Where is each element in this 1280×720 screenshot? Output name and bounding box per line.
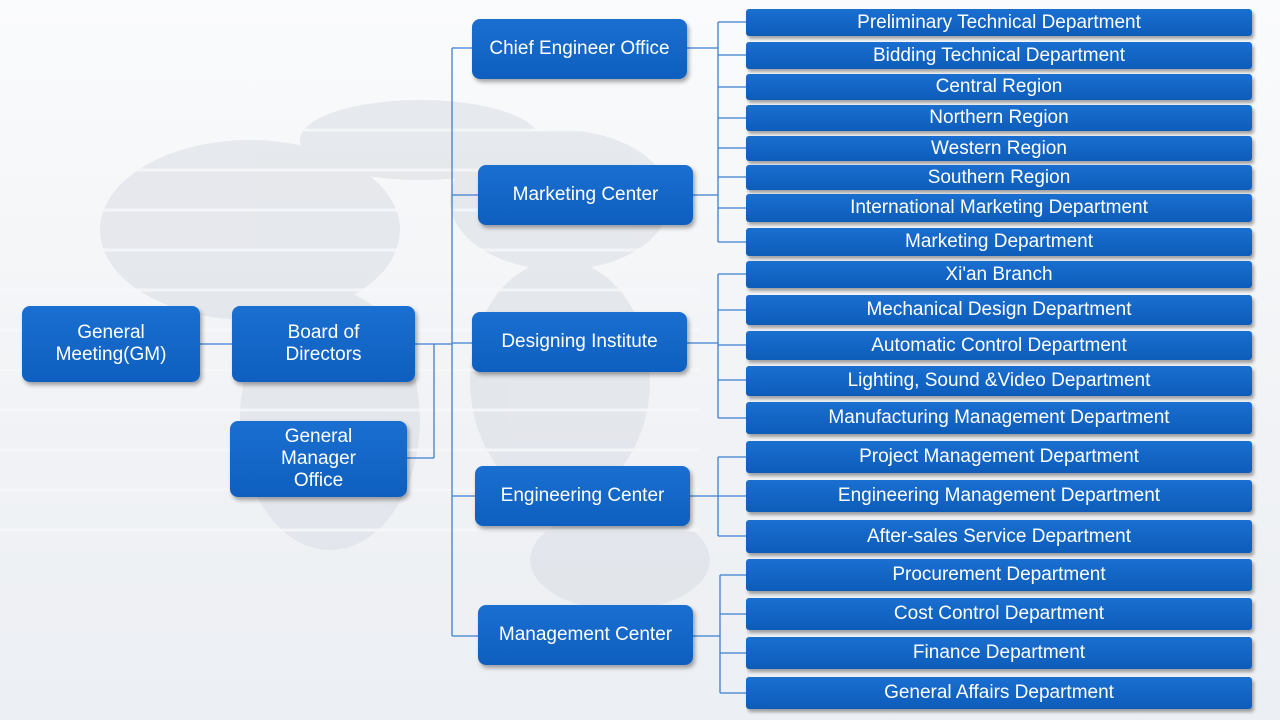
dept-after-sales-service: After-sales Service Department — [746, 520, 1252, 553]
node-general-manager-office: General Manager Office — [230, 421, 407, 497]
dept-mechanical-design: Mechanical Design Department — [746, 295, 1252, 325]
node-marketing-center: Marketing Center — [478, 165, 693, 225]
node-engineering-label: Engineering Center — [500, 485, 665, 507]
node-management-label: Management Center — [498, 624, 673, 646]
node-general-meeting: General Meeting(GM) — [22, 306, 200, 382]
node-design-label: Designing Institute — [501, 331, 658, 353]
node-management-center: Management Center — [478, 605, 693, 665]
node-general-meeting-label: General Meeting(GM) — [55, 322, 167, 365]
dept-northern-region: Northern Region — [746, 105, 1252, 131]
dept-general-affairs: General Affairs Department — [746, 677, 1252, 709]
dept-manufacturing-management: Manufacturing Management Department — [746, 402, 1252, 434]
dept-international-marketing: International Marketing Department — [746, 194, 1252, 222]
dept-project-management: Project Management Department — [746, 441, 1252, 473]
dept-finance: Finance Department — [746, 637, 1252, 669]
node-designing-institute: Designing Institute — [472, 312, 687, 372]
node-marketing-label: Marketing Center — [512, 184, 659, 206]
node-chief-label: Chief Engineer Office — [489, 38, 670, 60]
node-board-of-directors: Board of Directors — [232, 306, 415, 382]
dept-xian-branch: Xi'an Branch — [746, 261, 1252, 288]
node-engineering-center: Engineering Center — [475, 466, 690, 526]
dept-procurement: Procurement Department — [746, 559, 1252, 591]
dept-central-region: Central Region — [746, 74, 1252, 100]
node-board-label: Board of Directors — [285, 322, 362, 365]
dept-lighting-sound-video: Lighting, Sound &Video Department — [746, 366, 1252, 396]
node-gmo-label: General Manager Office — [281, 426, 356, 491]
dept-bidding-technical: Bidding Technical Department — [746, 42, 1252, 69]
dept-cost-control: Cost Control Department — [746, 598, 1252, 630]
dept-preliminary-technical: Preliminary Technical Department — [746, 9, 1252, 36]
dept-engineering-management: Engineering Management Department — [746, 480, 1252, 512]
dept-southern-region: Southern Region — [746, 165, 1252, 190]
node-chief-engineer-office: Chief Engineer Office — [472, 19, 687, 79]
dept-automatic-control: Automatic Control Department — [746, 331, 1252, 360]
dept-western-region: Western Region — [746, 136, 1252, 161]
dept-marketing: Marketing Department — [746, 228, 1252, 256]
